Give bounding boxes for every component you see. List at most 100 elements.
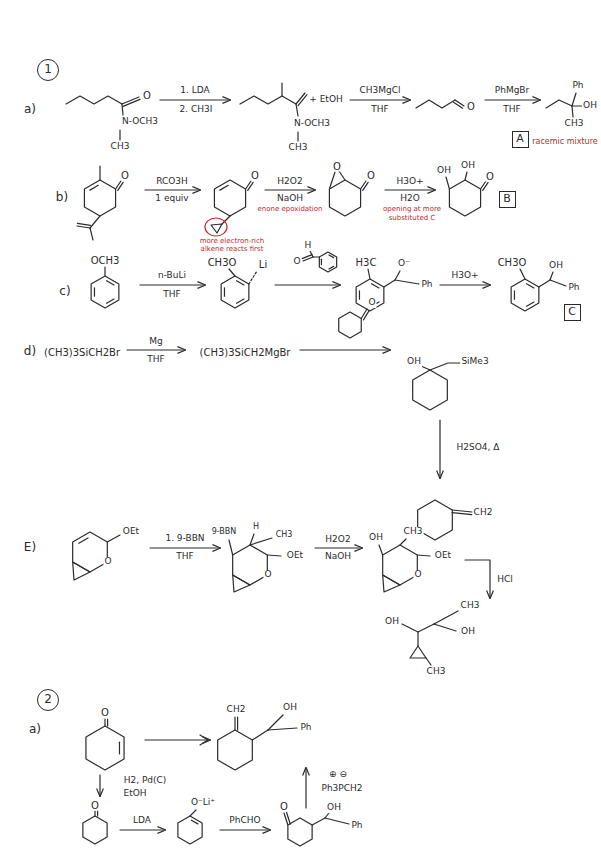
chem-label: Ph (420, 280, 433, 290)
double-bond (452, 510, 472, 512)
bond-line (229, 269, 235, 276)
chem-label: OH (548, 261, 564, 271)
chem-label: O (466, 101, 476, 112)
double-bond (452, 513, 472, 515)
reaction-arrow (465, 560, 490, 598)
chem-label: a) (28, 723, 42, 736)
double-bond (123, 99, 140, 106)
chem-label: H3O+ (395, 177, 424, 187)
reaction-arrow (440, 284, 490, 285)
ring-double-bond (119, 742, 120, 754)
answer-box: A (512, 131, 529, 148)
ring (356, 279, 384, 311)
chem-label: H2O2 (276, 177, 303, 187)
chem-label: PhCHO (228, 816, 261, 826)
chem-label: O (332, 161, 342, 172)
reaction-arrow (439, 420, 440, 478)
ring-double-bond (90, 185, 98, 190)
ring-double-bond (237, 299, 244, 303)
ring-double-bond (329, 255, 334, 258)
ring (218, 730, 253, 770)
ring-double-bond (107, 299, 114, 303)
chem-label: d) (23, 345, 37, 358)
bond-line (400, 539, 406, 545)
chem-label: Ph (567, 283, 580, 293)
ring-double-bond (107, 281, 114, 285)
double-bond (455, 100, 464, 106)
chem-label: Ph3PCH2 (320, 784, 363, 794)
ring (329, 180, 360, 216)
bond-line (325, 813, 329, 818)
chem-label: 1. LDA (179, 86, 210, 96)
chem-label: Mg (148, 337, 163, 347)
chem-label: THF (175, 552, 194, 562)
chem-label: SiMe3 (460, 357, 489, 367)
chem-label: OH (582, 101, 598, 111)
chem-label: E) (23, 541, 37, 554)
bond-line (395, 271, 400, 280)
chem-label: CH3 (460, 601, 481, 611)
bond-line (329, 172, 335, 189)
chem-label: OH (436, 166, 452, 176)
ring (449, 180, 480, 216)
ring-double-bond (329, 266, 334, 269)
chem-label: O (366, 170, 376, 181)
node-text: C (568, 306, 576, 318)
double-bond (483, 182, 488, 190)
chem-label: 9-BBN (211, 528, 238, 537)
double-bond (118, 182, 123, 190)
chem-label: O (413, 570, 422, 580)
node-text: 2 (44, 693, 52, 706)
chem-label: O (103, 557, 112, 567)
chem-label: THF (502, 105, 521, 115)
chem-label: H2O2 (324, 535, 351, 545)
chem-label: OH (460, 161, 476, 171)
bond-line (550, 280, 566, 286)
chem-label: 2. CH3I (179, 105, 214, 115)
annotation-note: alkene reacts first (200, 246, 265, 254)
bond-line (90, 216, 100, 228)
bond-line (421, 366, 430, 370)
chem-label: CH2 (473, 508, 494, 518)
annotation-note: opening at more (382, 206, 442, 214)
chem-label: Ph (350, 821, 363, 831)
bond-line (312, 818, 325, 825)
double-bond (94, 811, 95, 816)
bond-line (339, 171, 345, 180)
bond-line (249, 271, 257, 284)
chem-label: Ph (571, 81, 584, 91)
cyclopropane (73, 562, 90, 580)
chem-label: OH (460, 627, 476, 637)
chem-label: (CH3)3SiCH2MgBr (199, 347, 292, 358)
double-bond (248, 182, 253, 190)
chem-label: O (279, 801, 289, 812)
chem-label: ⊕ ⊖ (328, 770, 348, 780)
chem-label: NaOH (276, 194, 304, 204)
node-text: 1 (44, 63, 52, 76)
chem-label: O (263, 570, 272, 580)
bond-line (190, 810, 196, 816)
bond-line (395, 280, 419, 284)
ring (73, 532, 108, 572)
bond-line (252, 730, 268, 740)
ring-double-bond (224, 288, 225, 297)
double-bond (234, 717, 235, 730)
annotation-note: more electron-rich (199, 238, 266, 246)
ring-double-bond (527, 302, 534, 306)
bond-line (572, 105, 582, 106)
node-text: B (503, 193, 511, 205)
bond-line (240, 96, 296, 104)
bond-line (539, 280, 550, 287)
chem-label: H3O+ (450, 271, 479, 281)
chem-label: PhMgBr (494, 86, 530, 96)
reaction-arrow (160, 99, 230, 100)
double-bond (77, 223, 90, 225)
chem-label: OH (282, 703, 298, 713)
bond-line (296, 104, 298, 116)
bond-line (297, 132, 298, 141)
chem-label: H (304, 241, 313, 251)
chem-label: RCO3H (155, 177, 189, 187)
chem-label: n-BuLi (157, 271, 187, 281)
ring (84, 180, 115, 216)
